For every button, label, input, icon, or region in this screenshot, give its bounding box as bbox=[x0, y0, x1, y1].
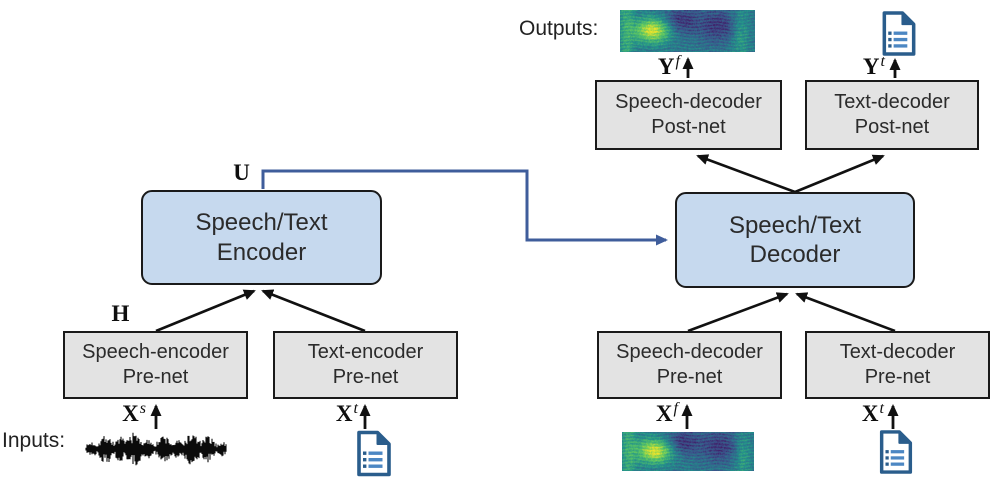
math-sup: f bbox=[675, 53, 680, 70]
box-label-line: Pre-net bbox=[656, 366, 723, 388]
box-label-line: Post-net bbox=[854, 116, 930, 138]
box-label-line: Text-encoder bbox=[307, 340, 424, 363]
speech-decoder-prenet-box: Speech-decoder Pre-net bbox=[597, 331, 782, 399]
text-encoder-prenet-box: Text-encoder Pre-net bbox=[273, 331, 458, 399]
math-base: Y bbox=[862, 54, 880, 79]
arrow-text-prenet-to-decoder bbox=[795, 292, 896, 333]
spectrogram-graphic bbox=[622, 432, 754, 471]
math-base: Y bbox=[657, 54, 675, 79]
box-label-line: Speech-encoder bbox=[82, 340, 229, 363]
box-label-line: Pre-net bbox=[332, 366, 399, 388]
speech-text-decoder-box: Speech/Text Decoder bbox=[675, 192, 915, 288]
math-sup: t bbox=[353, 400, 358, 417]
document-icon bbox=[882, 11, 916, 56]
box-label-line: Encoder bbox=[216, 238, 307, 266]
box-label-line: Post-net bbox=[651, 116, 726, 138]
speech-decoder-postnet-box: Speech-decoder Post-net bbox=[595, 80, 782, 150]
waveform-graphic bbox=[85, 432, 227, 466]
y-t-label: Yt bbox=[840, 53, 885, 80]
math-sup: t bbox=[879, 400, 884, 417]
box-label-line: Decoder bbox=[749, 241, 841, 268]
box-label-line: Text-decoder bbox=[839, 340, 956, 363]
document-icon bbox=[357, 430, 391, 477]
speech-text-encoder-box: Speech/Text Encoder bbox=[141, 190, 382, 285]
inputs-label: Inputs: bbox=[2, 429, 66, 452]
arrow-speech-prenet-to-encoder bbox=[155, 289, 256, 333]
box-label-line: Text-decoder bbox=[834, 90, 950, 113]
y-f-label: Yf bbox=[634, 53, 680, 80]
math-base: X bbox=[122, 401, 139, 426]
x-t-decoder-label: Xt bbox=[838, 400, 884, 427]
math-sup: f bbox=[673, 400, 678, 417]
math-base: U bbox=[233, 160, 250, 185]
box-label-line: Pre-net bbox=[864, 366, 931, 388]
text-decoder-postnet-box: Text-decoder Post-net bbox=[805, 80, 979, 150]
box-label-line: Speech-decoder bbox=[615, 90, 762, 113]
box-label-line: Speech/Text bbox=[195, 209, 328, 237]
h-label: H bbox=[107, 301, 135, 327]
arrow-speech-prenet-to-decoder bbox=[687, 292, 789, 333]
x-s-label: Xs bbox=[100, 400, 146, 427]
box-label-line: Speech-decoder bbox=[616, 340, 763, 363]
x-t-encoder-label: Xt bbox=[316, 400, 358, 427]
arrow-text-prenet-to-encoder bbox=[261, 289, 366, 333]
document-icon bbox=[879, 430, 913, 474]
u-label: U bbox=[228, 160, 256, 186]
speech-encoder-prenet-box: Speech-encoder Pre-net bbox=[63, 331, 248, 399]
text-decoder-prenet-box: Text-decoder Pre-net bbox=[805, 331, 990, 399]
outputs-label: Outputs: bbox=[519, 17, 599, 40]
math-base: X bbox=[861, 401, 879, 426]
x-f-label: Xf bbox=[632, 400, 678, 427]
arrow-decoder-to-speech-postnet bbox=[696, 154, 796, 194]
math-base: X bbox=[655, 401, 673, 426]
box-label-line: Pre-net bbox=[122, 366, 189, 388]
math-sup: t bbox=[880, 53, 885, 70]
box-label-line: Speech/Text bbox=[728, 211, 862, 239]
math-base: X bbox=[335, 401, 353, 426]
math-sup: s bbox=[139, 400, 146, 417]
math-base: H bbox=[111, 301, 130, 326]
spectrogram-graphic bbox=[620, 10, 755, 52]
arrow-decoder-to-text-postnet bbox=[794, 154, 885, 194]
